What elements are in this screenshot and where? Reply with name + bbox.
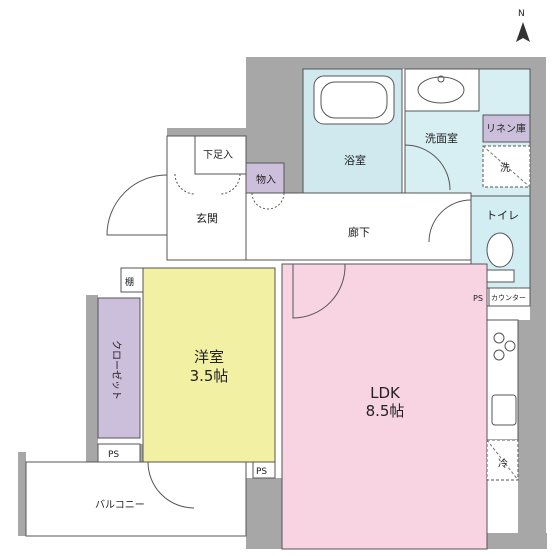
label-western-room-size: 3.5帖	[190, 367, 229, 385]
label-washroom: 洗面室	[425, 131, 458, 145]
wall-right-step	[518, 320, 546, 549]
label-counter: カウンター	[491, 293, 526, 302]
closet-floor	[97, 297, 141, 439]
toilet-door-arc	[428, 199, 472, 243]
hall-to-ldk-door-arc	[292, 263, 346, 319]
stove-burner-2	[504, 340, 516, 352]
linen-storage	[482, 114, 531, 143]
compass: N	[516, 9, 530, 42]
ldk-floor	[281, 263, 488, 550]
toilet-tank	[485, 269, 515, 283]
stove-burner-1	[493, 332, 505, 344]
label-western-room-name: 洋室	[194, 348, 224, 366]
label-bath: 浴室	[344, 153, 366, 167]
wall-entrance-top	[167, 128, 247, 136]
storage-door-arc	[251, 192, 285, 210]
label-ps-toilet: PS	[473, 294, 483, 303]
label-fridge: 冷	[498, 457, 508, 470]
label-toilet: トイレ	[486, 209, 519, 222]
hallway-floor	[245, 192, 472, 261]
label-hallway: 廊下	[348, 225, 370, 239]
label-linen: リネン庫	[486, 122, 526, 135]
label-washer: 洗	[500, 162, 510, 174]
stove-burner-3	[493, 349, 505, 361]
label-entrance: 玄関	[196, 211, 218, 225]
balcony-floor	[25, 461, 247, 537]
western-room-floor	[142, 267, 276, 463]
wall-balcony-left	[18, 452, 26, 536]
label-closet: クローゼット	[110, 340, 122, 400]
washroom-door-arc	[404, 144, 451, 191]
balcony-door-arc	[147, 461, 195, 509]
washer-diagonal	[482, 145, 531, 188]
doors	[106, 144, 472, 509]
shoe-door-arc-1	[174, 173, 196, 195]
bathtub-inner	[320, 81, 388, 119]
label-balcony: バルコニー	[95, 499, 145, 511]
label-storage: 物入	[256, 173, 276, 186]
toilet-bowl	[486, 232, 514, 268]
ps-bottom-box	[252, 461, 276, 479]
label-shelf: 棚	[125, 276, 134, 288]
counter-box	[488, 287, 531, 307]
wall-bottom-right	[487, 533, 547, 549]
compass-arrow-icon	[516, 22, 530, 42]
wall-top	[246, 57, 546, 69]
kitchen-sink	[491, 394, 517, 426]
label-shoe-storage: 下足入	[203, 149, 233, 161]
wall-left-lower	[86, 295, 98, 455]
label-ldk-name: LDK	[370, 384, 401, 402]
shoe-storage	[194, 135, 247, 175]
entry-door-arc	[106, 174, 168, 236]
label-ldk-size: 8.5帖	[366, 402, 405, 420]
fridge-diagonal	[486, 439, 519, 481]
label-ps-bottom: PS	[256, 467, 267, 477]
shoe-door-arc-2	[219, 173, 241, 195]
label-ps-closet: PS	[108, 450, 119, 460]
compass-label: N	[518, 9, 525, 19]
sink-bowl	[417, 76, 465, 104]
sink-tap	[437, 75, 445, 83]
